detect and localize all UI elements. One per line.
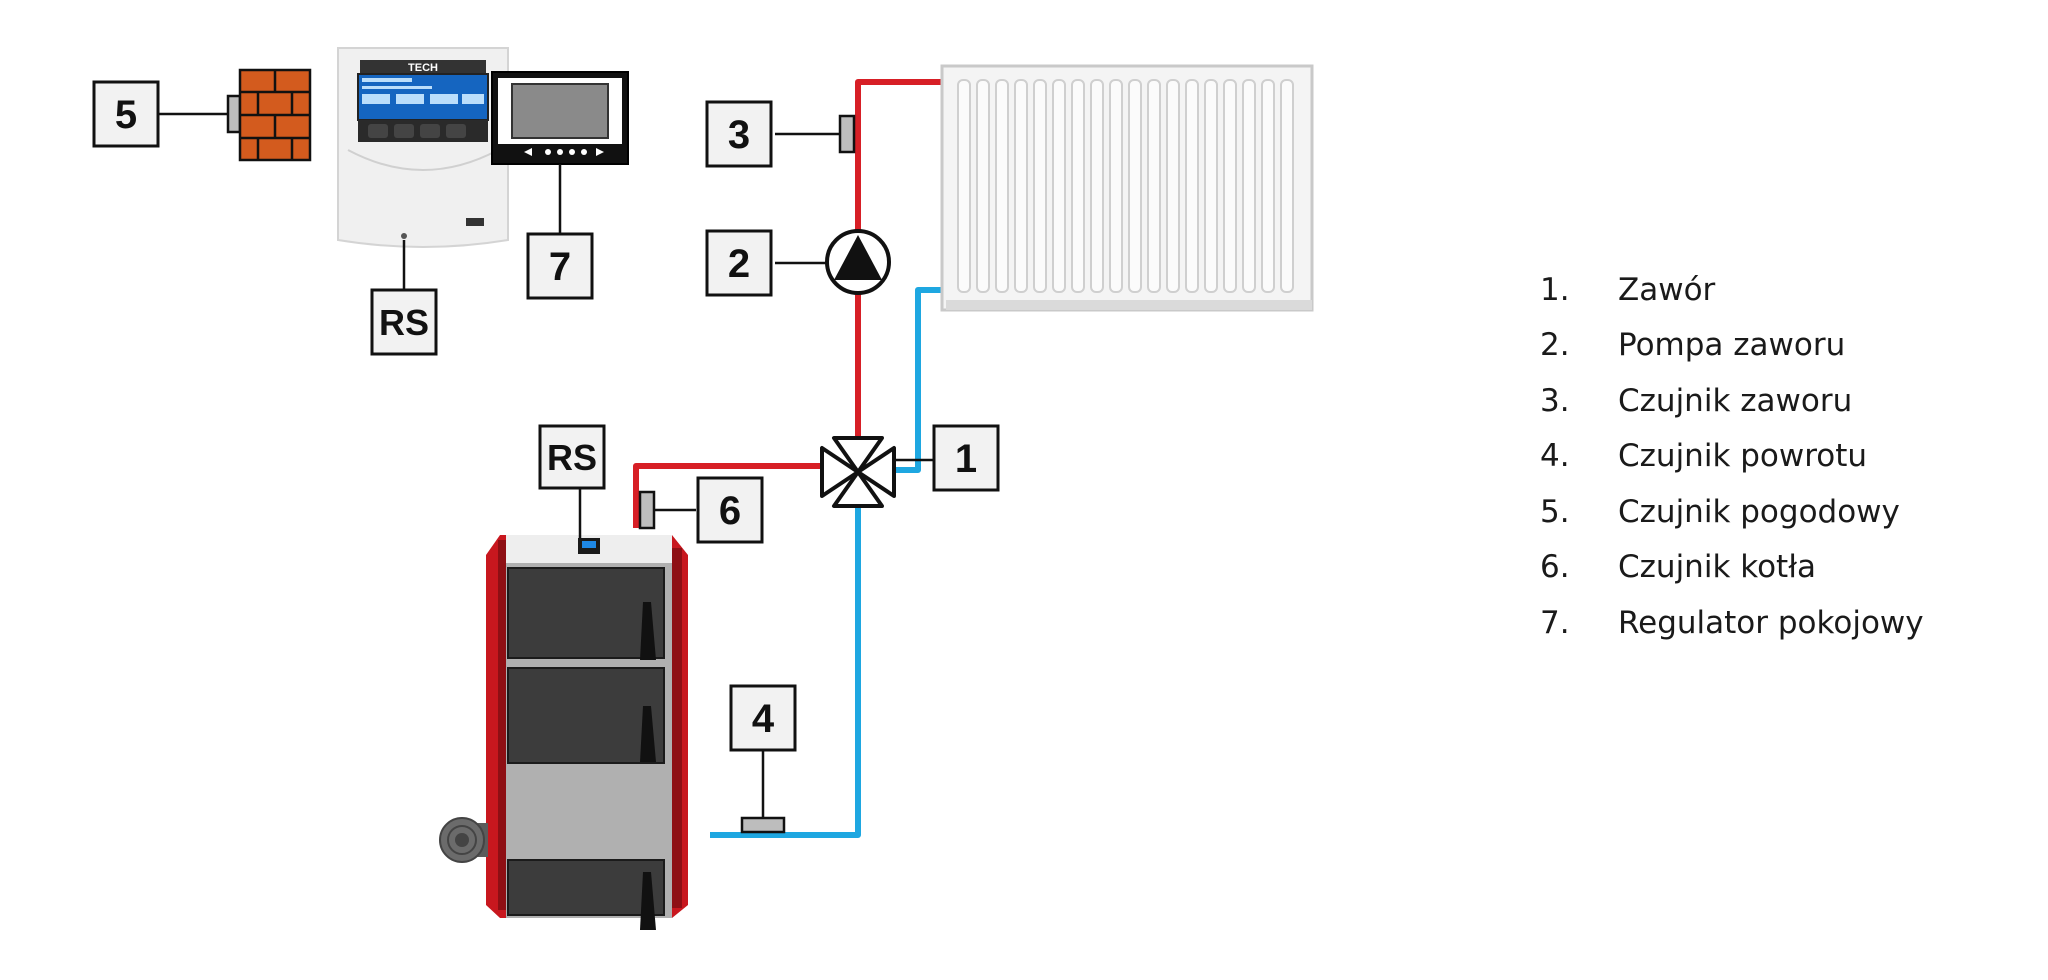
svg-text:1: 1 bbox=[955, 437, 977, 481]
svg-text:3: 3 bbox=[728, 113, 750, 157]
legend-item-text: Czujnik kotła bbox=[1618, 549, 1817, 586]
legend-item: 1. Zawór bbox=[1540, 262, 1924, 318]
svg-text:4: 4 bbox=[752, 697, 775, 741]
label-box-rs-boiler: RS bbox=[538, 424, 606, 490]
return-sensor-icon bbox=[740, 816, 786, 834]
label-box-3: 3 bbox=[705, 100, 773, 168]
legend-item: 4. Czujnik powrotu bbox=[1540, 429, 1924, 485]
return-pipe-boiler bbox=[710, 498, 861, 838]
legend-item-number: 1. bbox=[1540, 271, 1570, 308]
brick-wall-icon bbox=[238, 68, 312, 162]
supply-pipe-radiator bbox=[855, 79, 944, 442]
radiator-fins bbox=[957, 79, 1294, 293]
svg-text:2: 2 bbox=[728, 242, 750, 286]
legend-item-number: 4. bbox=[1540, 438, 1570, 475]
supply-pipe-boiler bbox=[633, 463, 830, 528]
controller-brand: TECH bbox=[408, 62, 438, 74]
label-box-rs-controller: RS bbox=[370, 288, 438, 356]
legend-item: 2. Pompa zaworu bbox=[1540, 318, 1924, 374]
return-pipe-radiator bbox=[890, 287, 944, 473]
radiator bbox=[940, 64, 1314, 312]
boiler-fan-icon bbox=[439, 817, 488, 863]
legend-item-text: Czujnik pogodowy bbox=[1618, 493, 1900, 530]
main-controller: TECH bbox=[337, 47, 509, 248]
label-box-2: 2 bbox=[705, 229, 773, 297]
boiler-sensor-icon bbox=[638, 490, 656, 530]
legend-item: 7. Regulator pokojowy bbox=[1540, 595, 1924, 651]
legend-item: 6. Czujnik kotła bbox=[1540, 540, 1924, 596]
legend: 1.Zawór 2.Pompa zaworu 3.Czujnik zaworu … bbox=[1540, 262, 1924, 651]
boiler-door-middle bbox=[507, 667, 665, 764]
legend-item: 5. Czujnik pogodowy bbox=[1540, 484, 1924, 540]
svg-text:RS: RS bbox=[379, 302, 429, 343]
legend-item-text: Pompa zaworu bbox=[1618, 327, 1846, 364]
valve-sensor-icon bbox=[838, 114, 856, 154]
label-box-6: 6 bbox=[696, 476, 764, 544]
room-regulator bbox=[491, 71, 629, 165]
svg-text:7: 7 bbox=[549, 245, 571, 289]
legend-item-number: 3. bbox=[1540, 382, 1570, 419]
return-pipes bbox=[710, 287, 944, 838]
boiler-door-bottom bbox=[507, 859, 665, 916]
supply-pipes bbox=[633, 79, 944, 528]
legend-item-number: 7. bbox=[1540, 604, 1570, 641]
boiler bbox=[439, 535, 688, 930]
label-box-4: 4 bbox=[729, 684, 797, 752]
mixing-valve-icon bbox=[820, 436, 896, 508]
svg-text:5: 5 bbox=[115, 93, 137, 137]
weather-sensor-icon bbox=[226, 94, 242, 134]
svg-text:6: 6 bbox=[719, 489, 741, 533]
legend-item-number: 2. bbox=[1540, 327, 1570, 364]
legend-item-number: 5. bbox=[1540, 493, 1570, 530]
legend-item: 3. Czujnik zaworu bbox=[1540, 373, 1924, 429]
label-box-7: 7 bbox=[526, 232, 594, 300]
label-box-5: 5 bbox=[92, 80, 160, 148]
callout-lines bbox=[128, 112, 933, 818]
legend-item-text: Czujnik zaworu bbox=[1618, 382, 1853, 419]
pump-icon bbox=[825, 229, 891, 295]
svg-text:RS: RS bbox=[547, 437, 597, 478]
boiler-door-top bbox=[507, 567, 665, 659]
label-box-1: 1 bbox=[932, 424, 1000, 492]
legend-item-text: Zawór bbox=[1618, 271, 1716, 308]
legend-item-text: Czujnik powrotu bbox=[1618, 438, 1868, 475]
legend-item-number: 6. bbox=[1540, 549, 1570, 586]
legend-item-text: Regulator pokojowy bbox=[1618, 604, 1924, 641]
